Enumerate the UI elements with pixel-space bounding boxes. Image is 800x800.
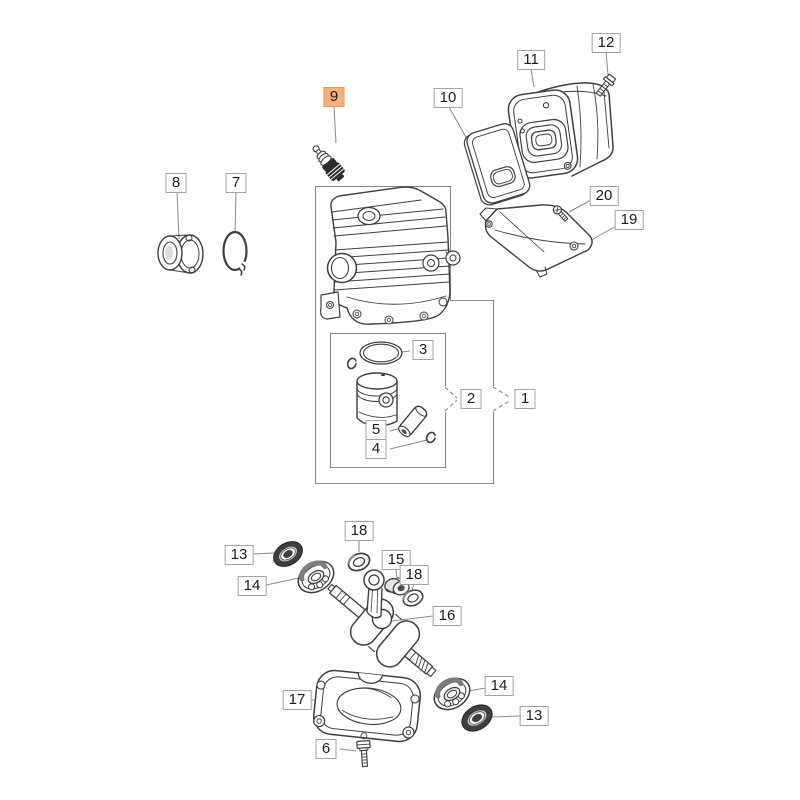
crankcase-cover-part bbox=[312, 669, 422, 743]
part-label-20[interactable]: 20 bbox=[589, 186, 619, 206]
leader-line bbox=[339, 748, 357, 752]
part-label-16[interactable]: 16 bbox=[432, 606, 462, 626]
part-label-5[interactable]: 5 bbox=[365, 420, 387, 440]
clamp-ring-part bbox=[222, 230, 249, 276]
leader-line bbox=[333, 105, 337, 144]
part-label-4[interactable]: 4 bbox=[365, 439, 387, 459]
part-label-1[interactable]: 1 bbox=[514, 389, 536, 409]
part-label-18b[interactable]: 18 bbox=[399, 565, 429, 585]
assembly-box-dashed-leaders bbox=[444, 386, 512, 412]
leader-line bbox=[530, 68, 535, 88]
crankshaft-part bbox=[327, 569, 437, 678]
leader-line bbox=[176, 191, 180, 240]
leader-line bbox=[391, 615, 434, 622]
leader-line bbox=[411, 583, 415, 591]
spark-plug-part bbox=[312, 145, 345, 182]
washer-part bbox=[344, 549, 374, 575]
leader-line bbox=[568, 199, 592, 213]
part-label-8[interactable]: 8 bbox=[165, 173, 187, 193]
cylinder-part bbox=[320, 186, 461, 325]
circlip-part bbox=[345, 356, 359, 371]
assembly-boxes bbox=[314, 185, 512, 485]
leader-line bbox=[234, 191, 237, 233]
part-label-14[interactable]: 14 bbox=[237, 576, 267, 596]
leader-line bbox=[395, 568, 398, 580]
leader-line bbox=[605, 51, 609, 76]
oil-seal-part bbox=[268, 535, 308, 573]
intake-flange-part bbox=[157, 234, 204, 274]
leader-line bbox=[401, 350, 411, 353]
part-label-9[interactable]: 9 bbox=[323, 87, 345, 107]
leader-line bbox=[265, 577, 300, 586]
heat-shield-part bbox=[479, 204, 593, 278]
leader-line bbox=[251, 552, 275, 555]
part-label-14b[interactable]: 14 bbox=[484, 676, 514, 696]
piston-ring-part bbox=[359, 341, 403, 365]
shield-screw-part bbox=[552, 205, 569, 222]
part-label-11[interactable]: 11 bbox=[517, 50, 545, 70]
part-label-19[interactable]: 19 bbox=[614, 210, 644, 230]
part-label-7[interactable]: 7 bbox=[225, 173, 247, 193]
leader-line bbox=[491, 715, 521, 718]
part-label-13b[interactable]: 13 bbox=[519, 706, 549, 726]
leader-line bbox=[587, 225, 617, 243]
part-label-18[interactable]: 18 bbox=[344, 521, 374, 541]
wrist-pin-part bbox=[398, 405, 428, 438]
cover-screw-part bbox=[356, 740, 371, 768]
muffler-gasket-part bbox=[463, 123, 531, 206]
piston-assembly-part bbox=[345, 341, 438, 445]
oil-seal-part bbox=[456, 698, 498, 738]
part-label-10[interactable]: 10 bbox=[433, 88, 463, 108]
part-label-3[interactable]: 3 bbox=[412, 340, 434, 360]
assembly-box-2 bbox=[329, 332, 447, 469]
assembly-box-1 bbox=[314, 185, 495, 485]
needle-bearing-part bbox=[384, 577, 410, 596]
part-label-2[interactable]: 2 bbox=[460, 389, 482, 409]
part-label-13[interactable]: 13 bbox=[224, 545, 254, 565]
part-label-17[interactable]: 17 bbox=[282, 690, 312, 710]
leader-line bbox=[389, 439, 428, 450]
part-label-6[interactable]: 6 bbox=[315, 739, 337, 759]
muffler-bolt-part bbox=[595, 73, 617, 97]
part-label-12[interactable]: 12 bbox=[591, 33, 621, 53]
circlip-part bbox=[424, 430, 438, 445]
